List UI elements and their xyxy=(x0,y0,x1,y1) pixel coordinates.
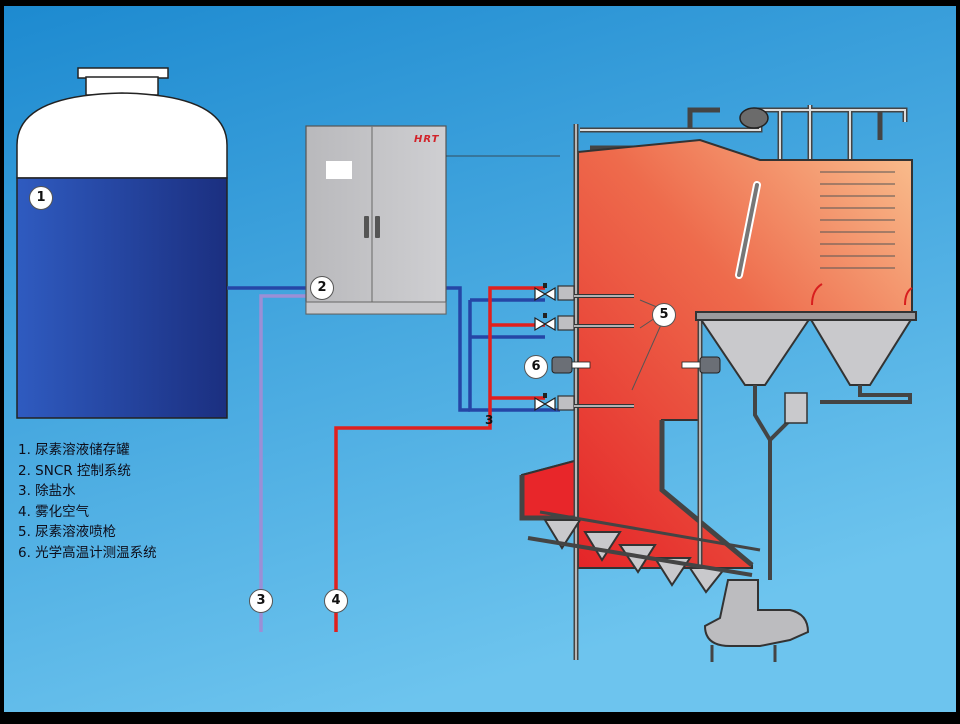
marker-3: 3 xyxy=(249,589,273,613)
solution-pipe xyxy=(227,286,560,412)
legend-item-control-system: 2. SNCR 控制系统 xyxy=(18,462,131,479)
legend-item-pyrometer: 6. 光学高温计测温系统 xyxy=(18,544,157,561)
boiler xyxy=(519,105,917,662)
pipe-junction-label: 3 xyxy=(485,413,494,427)
legend-item-injector: 5. 尿素溶液喷枪 xyxy=(18,524,117,541)
legend-item-air: 4. 雾化空气 xyxy=(18,503,90,520)
legend-item-water: 3. 除盐水 xyxy=(18,483,76,500)
demineralized-water-pipe xyxy=(259,294,306,632)
urea-injection-lances xyxy=(534,283,665,412)
marker-6: 6 xyxy=(524,355,548,379)
urea-storage-tank xyxy=(16,67,228,419)
legend: 1. 尿素溶液储存罐 2. SNCR 控制系统 3. 除盐水 4. 雾化空气 5… xyxy=(18,440,157,564)
optical-pyrometers xyxy=(551,356,721,374)
marker-4: 4 xyxy=(324,589,348,613)
marker-5: 5 xyxy=(652,303,676,327)
legend-item-tank: 1. 尿素溶液储存罐 xyxy=(18,442,130,458)
marker-2: 2 xyxy=(310,276,334,300)
cabinet-brand-logo: HRT xyxy=(414,134,440,145)
marker-1: 1 xyxy=(29,186,53,210)
